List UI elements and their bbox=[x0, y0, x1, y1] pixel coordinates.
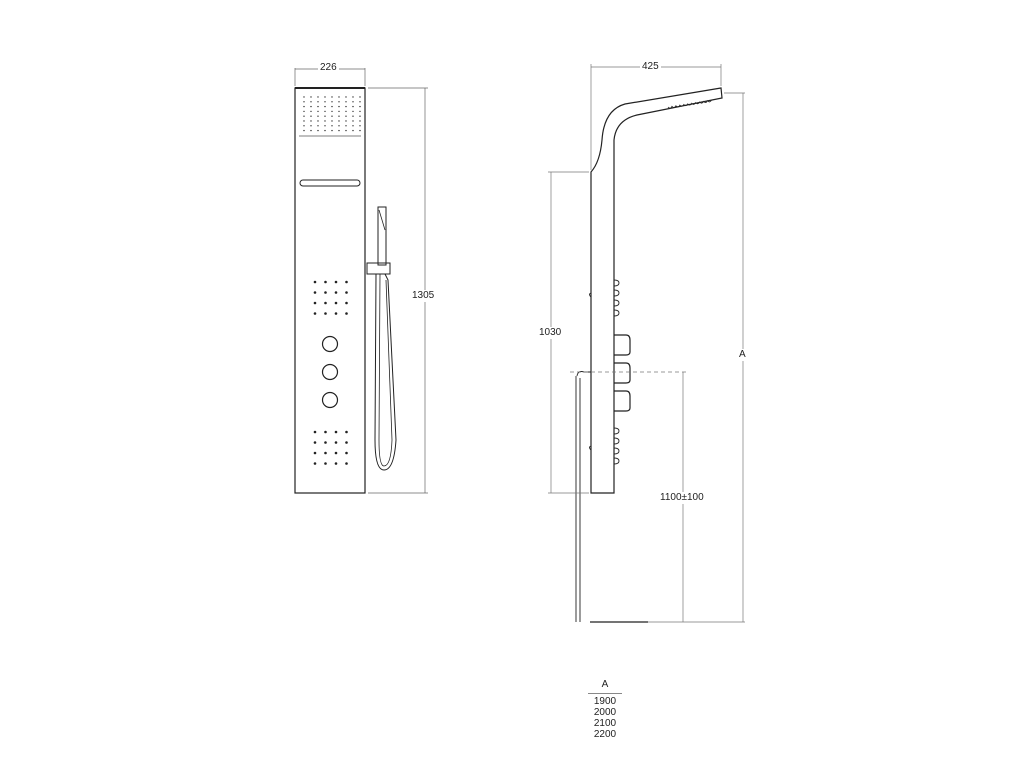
front-dimensions bbox=[294, 68, 428, 494]
knob-side-3 bbox=[614, 390, 631, 412]
inlet-height-label: 1100±100 bbox=[658, 492, 706, 504]
front-panel-outline bbox=[294, 87, 366, 494]
control-knob-1 bbox=[321, 335, 339, 353]
table-row: 2100 bbox=[593, 718, 617, 729]
body-jets-bottom bbox=[313, 430, 348, 465]
hand-shower bbox=[377, 206, 387, 266]
body-jets-top bbox=[313, 280, 348, 315]
head-shower-nozzles bbox=[303, 96, 361, 132]
hand-shower-holder bbox=[366, 262, 391, 275]
height-options-table: A 1900 2000 2100 2200 bbox=[588, 679, 622, 740]
side-view bbox=[575, 87, 723, 623]
side-panel-outline bbox=[590, 87, 723, 494]
panel-height-label: 1030 bbox=[537, 327, 564, 339]
total-height-label: A bbox=[737, 349, 748, 361]
width-dimension-label: 226 bbox=[318, 62, 339, 74]
table-row: 2000 bbox=[593, 707, 617, 718]
control-knob-2 bbox=[321, 363, 339, 381]
control-knob-3 bbox=[321, 391, 339, 409]
table-row: 2200 bbox=[593, 729, 617, 740]
knob-side-1 bbox=[614, 334, 631, 356]
depth-dimension-label: 425 bbox=[640, 61, 661, 73]
side-dimensions bbox=[548, 64, 745, 623]
height-dimension-label: 1305 bbox=[410, 290, 437, 302]
table-row: 1900 bbox=[593, 696, 617, 707]
knob-side-2 bbox=[614, 362, 631, 384]
table-header: A bbox=[588, 679, 622, 694]
front-view bbox=[294, 87, 397, 494]
